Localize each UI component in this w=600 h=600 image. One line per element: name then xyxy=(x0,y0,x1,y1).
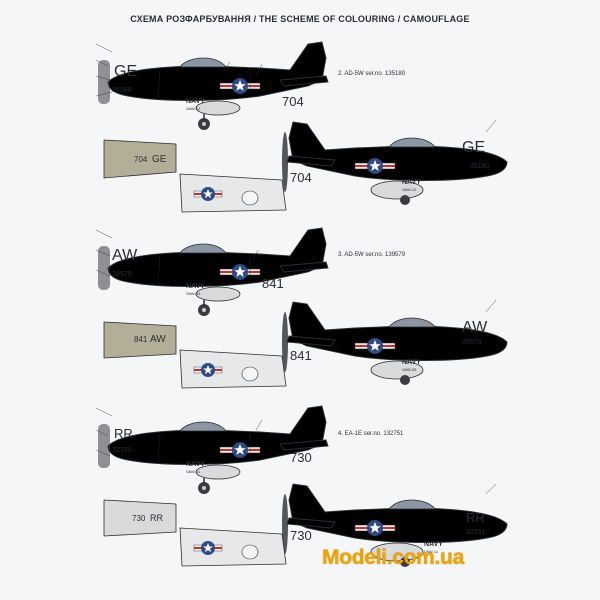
scheme-3-service-right: NAVY xyxy=(402,359,421,366)
watermark-logo: Modeli.com.ua xyxy=(322,546,464,569)
scheme-2-panel-modex: 704 xyxy=(134,155,148,164)
scheme-3-serial-right: 39579 xyxy=(462,339,482,346)
scheme-2-tail-code-right: GE xyxy=(462,139,485,156)
scheme-3-modex-right: 841 xyxy=(290,348,312,363)
scheme-2-panel-tail-code: GE xyxy=(152,154,167,165)
scheme-2-serial-left: 35180 xyxy=(112,87,132,94)
scheme-2-wing-underside xyxy=(179,173,287,213)
scheme-caption-3: 3. AD-5W ser.no. 139579 xyxy=(338,252,406,258)
scheme-2-modex-left: 704 xyxy=(282,94,304,109)
scheme-3-tail-code-right: AW xyxy=(462,319,488,336)
scheme-2-serial-right: 35180 xyxy=(470,163,490,170)
scheme-4-squadron-left: VAW-11 xyxy=(186,469,201,474)
scheme-3-serial-left: 39579 xyxy=(112,271,132,278)
scheme-4-service-right: NAVY xyxy=(424,541,443,548)
callout-lines xyxy=(95,43,497,495)
sheet-title: СХЕМА РОЗФАРБУВАННЯ / THE SCHEME OF COLO… xyxy=(130,14,470,24)
scheme-3-squadron-left: VAW-33 xyxy=(186,291,201,296)
scheme-4-service-left: NAVY xyxy=(186,461,205,468)
scheme-3-panel-modex: 841 xyxy=(134,335,148,344)
scheme-caption-4: 4. EA-1E ser.no. 132751 xyxy=(338,431,404,437)
scheme-2-tail-code-left: GE xyxy=(114,63,137,80)
scheme-caption-2: 2. AD-5W ser.no. 135180 xyxy=(338,71,406,77)
scheme-2-modex-right: 704 xyxy=(290,170,312,185)
scheme-4-wing-underside xyxy=(179,527,287,567)
scheme-2-side-view-left xyxy=(97,41,329,131)
scheme-3-panel-tail-code: AW xyxy=(150,334,166,345)
scheme-4-serial-right: 32751 xyxy=(466,529,486,536)
scheme-4-tail-code-right: RR xyxy=(466,510,485,525)
scheme-2-tail-panel xyxy=(103,139,177,179)
scheme-4-tail-code-left: RR xyxy=(114,426,133,441)
scheme-3-modex-left: 841 xyxy=(262,276,284,291)
scheme-2-service-right: NAVY xyxy=(402,179,421,186)
scheme-4-panel-modex: 730 xyxy=(132,514,146,523)
scheme-2-squadron-right: VAW-12 xyxy=(402,187,417,192)
scheme-4-modex-right: 730 xyxy=(290,528,312,543)
scheme-4-tail-panel xyxy=(103,499,177,537)
scheme-3-tail-panel xyxy=(103,321,177,359)
scheme-3-tail-code-left: AW xyxy=(112,247,138,264)
scheme-3-squadron-right: VAW-33 xyxy=(402,367,417,372)
scheme-2-service-left: NAVY xyxy=(186,98,205,105)
scheme-4-serial-left: 32751 xyxy=(112,447,132,454)
scheme-3-service-left: NAVY xyxy=(186,283,205,290)
scheme-3-wing-underside xyxy=(179,349,287,389)
scheme-4-panel-tail-code: RR xyxy=(150,513,163,523)
scheme-4-modex-left: 730 xyxy=(290,450,312,465)
scheme-4-squadron-right: VAW-11 xyxy=(424,549,439,554)
scheme-2-squadron-left: VAW-12 xyxy=(186,106,201,111)
